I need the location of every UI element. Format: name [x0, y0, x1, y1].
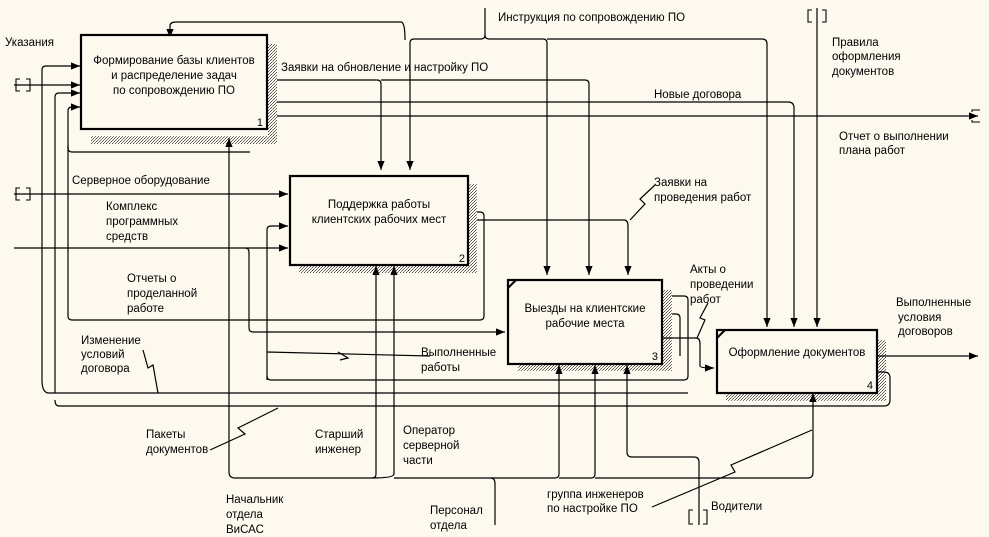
- label-izmenenie-2: условий: [81, 349, 125, 361]
- label-otchet-plan-1: Отчет о выполнении: [839, 131, 949, 143]
- a1-number: 1: [257, 117, 263, 129]
- label-vypolnennye-raboty-2: работы: [421, 362, 460, 374]
- arrow-a3-input[interactable]: [244, 247, 505, 336]
- arrow-nachalnik[interactable]: [228, 152, 380, 479]
- leader-akty: [696, 302, 709, 339]
- leader-voditeli: [651, 429, 813, 508]
- activity-box-a1[interactable]: Формирование базы клиентов и распределен…: [79, 33, 269, 131]
- a2-title-line1: Поддержка работы: [328, 199, 430, 211]
- a2-number: 2: [459, 253, 465, 265]
- label-operator-3: части: [403, 455, 433, 467]
- label-pravila-2: оформления: [832, 51, 901, 63]
- a3-number: 3: [652, 351, 658, 363]
- arrow-zayavki-obnovlenie[interactable]: [277, 79, 385, 170]
- tunnel-icons: [15, 9, 980, 525]
- label-akty-3: работ: [690, 294, 722, 306]
- label-pakety-2: документов: [146, 444, 208, 456]
- a1-title-line1: Формирование базы клиентов: [93, 55, 254, 67]
- label-servernoe: Серверное оборудование: [72, 175, 210, 187]
- a1-title-line2: и распределение задач: [111, 70, 237, 82]
- label-zayavki-provedenie-2: проведения работ: [654, 192, 752, 204]
- label-gruppa-1: группа инженеров: [547, 489, 644, 501]
- leader-pakety: [209, 407, 279, 451]
- arrow-feedback-1[interactable]: [41, 62, 80, 380]
- arrow-instrukciya[interactable]: [406, 8, 486, 170]
- activity-box-a2[interactable]: Поддержка работы клиентских рабочих мест…: [288, 174, 470, 267]
- label-pravila-1: Правила: [832, 37, 879, 49]
- label-pakety-1: Пакеты: [146, 429, 185, 441]
- label-nachalnik-1: Начальник: [226, 494, 284, 506]
- label-otchety-3: работе: [127, 303, 164, 315]
- arrow-labels: Указания Инструкция по сопровождению ПО …: [5, 12, 971, 536]
- label-vypolnennye-raboty-1: Выполненные: [421, 347, 496, 359]
- arrows: [14, 8, 980, 525]
- arrow-feedback-2[interactable]: [54, 89, 80, 393]
- label-vypolnennye-usloviya-2: условия: [898, 312, 941, 324]
- label-vypolnennye-usloviya-1: Выполненные: [896, 297, 971, 309]
- label-instrukciya: Инструкция по сопровождению ПО: [498, 12, 685, 24]
- label-gruppa-2: по настройке ПО: [547, 503, 638, 515]
- activity-box-a3[interactable]: Выезды на клиентские рабочие места 3: [506, 278, 664, 366]
- label-personal-1: Персонал: [430, 505, 483, 517]
- label-izmenenie-1: Изменение: [81, 335, 141, 347]
- arrow-zayavki-provedenie[interactable]: [477, 219, 632, 275]
- arrow-a1-control[interactable]: [166, 21, 406, 41]
- label-vypolnennye-usloviya-3: договоров: [898, 326, 953, 338]
- label-kompleks-3: средств: [106, 231, 148, 243]
- label-novye-dogovora: Новые договора: [654, 89, 742, 101]
- label-operator-2: серверной: [403, 440, 459, 452]
- a3-title-line1: Выезды на клиентские: [525, 303, 646, 315]
- arrow-a2-feedback[interactable]: [266, 222, 288, 380]
- label-akty-2: проведении: [690, 279, 753, 291]
- arrow-gruppa[interactable]: [623, 365, 700, 525]
- label-akty-1: Акты о: [690, 264, 726, 276]
- a3-title-line2: рабочие места: [545, 318, 625, 330]
- label-kompleks-1: Комплекс: [106, 201, 157, 213]
- label-kompleks-2: программных: [106, 216, 178, 228]
- arrow-starshiy[interactable]: [371, 266, 398, 479]
- leader-zayavki: [629, 184, 656, 221]
- arrow-operator[interactable]: [394, 365, 563, 479]
- label-starshiy-2: инженер: [315, 444, 361, 456]
- a4-number: 4: [867, 380, 873, 392]
- arrow-novye-dogovora[interactable]: [277, 101, 798, 327]
- a2-title-line2: клиентских рабочих мест: [312, 214, 447, 226]
- label-ukazaniya: Указания: [5, 37, 54, 49]
- label-izmenenie-3: договора: [81, 363, 130, 375]
- label-otchety-1: Отчеты о: [127, 273, 176, 285]
- label-starshiy-1: Старший: [315, 429, 363, 441]
- leader-vypolnennye: [337, 351, 350, 361]
- leader-izmenenie: [142, 349, 159, 394]
- label-otchet-plan-2: плана работ: [839, 145, 906, 157]
- arrow-feedback-3[interactable]: [67, 103, 80, 148]
- label-personal-2: отдела: [430, 520, 467, 532]
- a4-title: Оформление документов: [729, 347, 866, 359]
- label-otchety-2: проделанной: [127, 288, 197, 300]
- label-operator-1: Оператор: [403, 425, 455, 437]
- activity-box-a4[interactable]: Оформление документов 4: [715, 328, 879, 395]
- label-voditeli: Водители: [711, 501, 762, 513]
- arrow-akty[interactable]: [663, 337, 715, 372]
- label-nachalnik-2: отдела: [226, 509, 263, 521]
- label-pravila-3: документов: [832, 66, 894, 78]
- a1-title-line3: по сопровождению ПО: [113, 85, 235, 97]
- label-zayavki-obnovlenie: Заявки на обновление и настройку ПО: [281, 62, 488, 74]
- label-nachalnik-3: ВиСАС: [226, 524, 264, 536]
- label-zayavki-provedenie-1: Заявки на: [654, 177, 708, 189]
